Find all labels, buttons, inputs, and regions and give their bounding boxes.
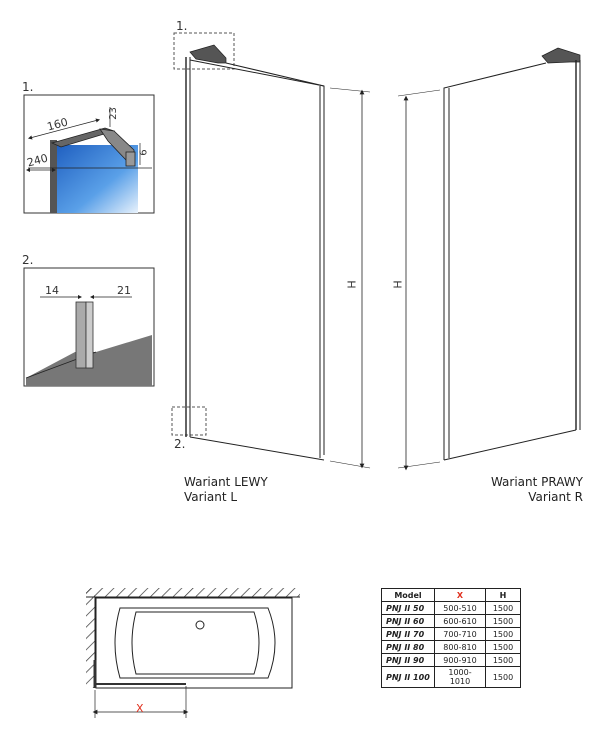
cell-h: 1500 [485, 627, 521, 641]
cell-x: 1000-1010 [434, 666, 486, 688]
cell-model: PNJ II 90 [381, 653, 435, 667]
cell-x: 600-610 [434, 614, 486, 628]
variant-right-caption: Wariant PRAWY Variant R [491, 475, 583, 505]
detail-2-label: 2. [22, 253, 34, 267]
cell-x: 900-910 [434, 653, 486, 667]
cell-h: 1500 [485, 601, 521, 615]
cell-model: PNJ II 100 [381, 666, 435, 688]
header-model: Model [381, 588, 435, 602]
dim-14: 14 [45, 284, 59, 297]
marker-2: 2. [174, 437, 186, 451]
header-h: H [485, 588, 521, 602]
cell-h: 1500 [485, 653, 521, 667]
height-label-right: H [391, 280, 405, 289]
header-x: X [434, 588, 486, 602]
cell-model: PNJ II 50 [381, 601, 435, 615]
cell-x: 700-710 [434, 627, 486, 641]
height-label-left: H [345, 280, 359, 289]
cell-x: 800-810 [434, 640, 486, 654]
left-variant-panel [171, 32, 371, 469]
marker-1: 1. [176, 19, 188, 33]
plan-view [86, 588, 300, 718]
cell-model: PNJ II 60 [381, 614, 435, 628]
cell-model: PNJ II 80 [381, 640, 435, 654]
right-variant-panel [397, 47, 581, 471]
plan-dimension-x: X [136, 702, 144, 715]
dim-21: 21 [117, 284, 131, 297]
cell-h: 1500 [485, 614, 521, 628]
cell-h: 1500 [485, 666, 521, 688]
variant-left-line1: Wariant LEWY [184, 475, 268, 489]
detail-1-label: 1. [22, 80, 34, 94]
dim-6: 6 [138, 149, 150, 156]
detail-2-view [23, 267, 155, 387]
cell-h: 1500 [485, 640, 521, 654]
variant-left-line2: Variant L [184, 490, 238, 504]
variant-right-line2: Variant R [528, 490, 583, 504]
table-header-row: Model X H [381, 588, 521, 602]
dim-23: 23 [107, 107, 119, 120]
cell-model: PNJ II 70 [381, 627, 435, 641]
variant-left-caption: Wariant LEWY Variant L [184, 475, 268, 505]
cell-x: 500-510 [434, 601, 486, 615]
variant-right-line1: Wariant PRAWY [490, 475, 583, 489]
detail-1-view [23, 94, 155, 214]
